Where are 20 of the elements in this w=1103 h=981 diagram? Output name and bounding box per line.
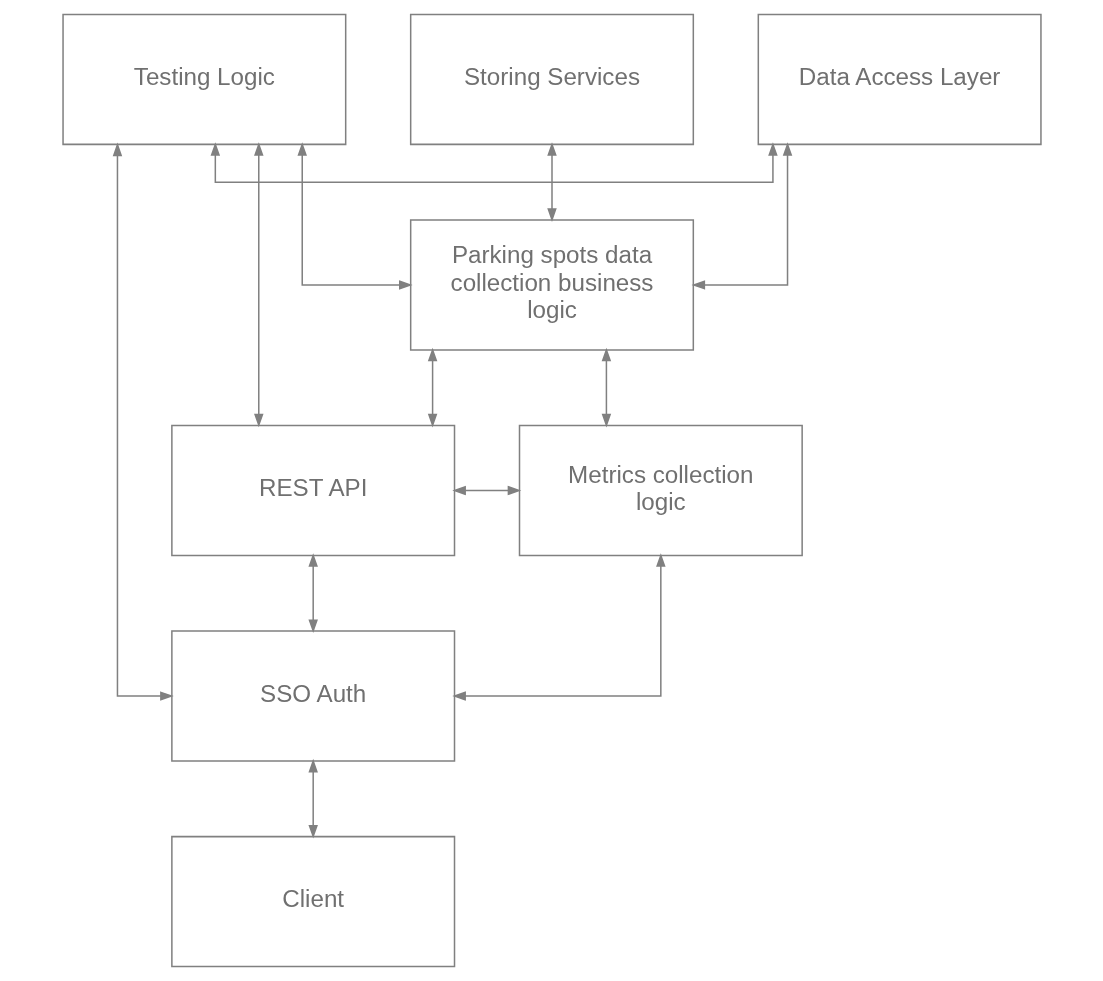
node-box: REST API <box>170 424 455 557</box>
node-box: SSO Auth <box>170 630 455 762</box>
arrow <box>546 142 557 222</box>
arrow <box>451 485 521 496</box>
arrow <box>691 142 792 290</box>
node-box: Metrics collection logic <box>518 424 803 557</box>
arrow <box>307 758 318 839</box>
arrow <box>210 142 778 183</box>
arrow <box>451 553 666 701</box>
arrow <box>112 142 174 701</box>
arrow <box>253 142 264 428</box>
node-box: Client <box>170 835 455 968</box>
node-box: Parking spots data collection business logic <box>409 219 694 351</box>
arrow <box>427 347 437 428</box>
node-box: Testing Logic <box>61 13 346 146</box>
arrow <box>296 142 413 290</box>
node-box: Storing Services <box>409 13 694 146</box>
node-box: Data Access Layer <box>757 13 1042 146</box>
arrow <box>307 553 318 633</box>
arrow <box>601 347 611 428</box>
